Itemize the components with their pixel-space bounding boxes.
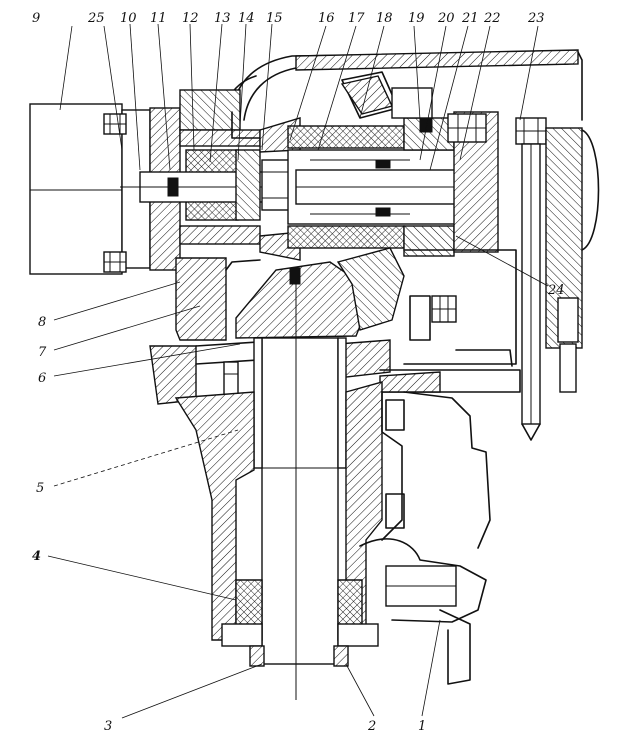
label-2: 2 <box>367 719 376 734</box>
label-22: 22 <box>483 11 501 26</box>
label-23: 23 <box>527 11 545 26</box>
label-19: 19 <box>408 11 425 26</box>
label-14: 14 <box>238 11 255 26</box>
label-9: 9 <box>32 11 40 26</box>
label-7: 7 <box>38 345 47 360</box>
part-labels: 9 25 10 11 12 13 14 15 16 17 18 19 20 21… <box>32 11 565 734</box>
flange-bolt-top <box>103 113 127 135</box>
label-3: 3 <box>104 719 112 734</box>
label-1: 1 <box>418 719 426 734</box>
flange-bolt-bottom <box>103 251 127 273</box>
label-20: 20 <box>437 11 455 26</box>
label-25: 25 <box>87 11 105 26</box>
label-11: 11 <box>150 11 167 26</box>
label-21: 21 <box>461 11 479 26</box>
label-10: 10 <box>120 11 137 26</box>
label-5: 5 <box>36 481 44 496</box>
label-8: 8 <box>38 315 46 330</box>
label-6: 6 <box>38 371 46 386</box>
leader-lines <box>47 23 549 719</box>
label-24: 24 <box>547 283 565 298</box>
label-4: 4 <box>32 549 41 564</box>
label-18: 18 <box>376 11 393 26</box>
middle-housing <box>149 257 391 413</box>
input-shaft-assembly <box>120 89 301 245</box>
lower-column-housing <box>174 381 383 667</box>
vertical-main-shaft <box>253 280 347 700</box>
label-12: 12 <box>182 11 199 26</box>
right-vertical-bolt <box>515 117 600 441</box>
label-13: 13 <box>214 11 231 26</box>
bevel-gear <box>235 247 405 339</box>
main-gear-assembly <box>259 71 499 261</box>
label-15: 15 <box>266 11 283 26</box>
label-16: 16 <box>318 11 335 26</box>
label-17: 17 <box>348 11 365 26</box>
right-lower-base <box>359 349 513 685</box>
